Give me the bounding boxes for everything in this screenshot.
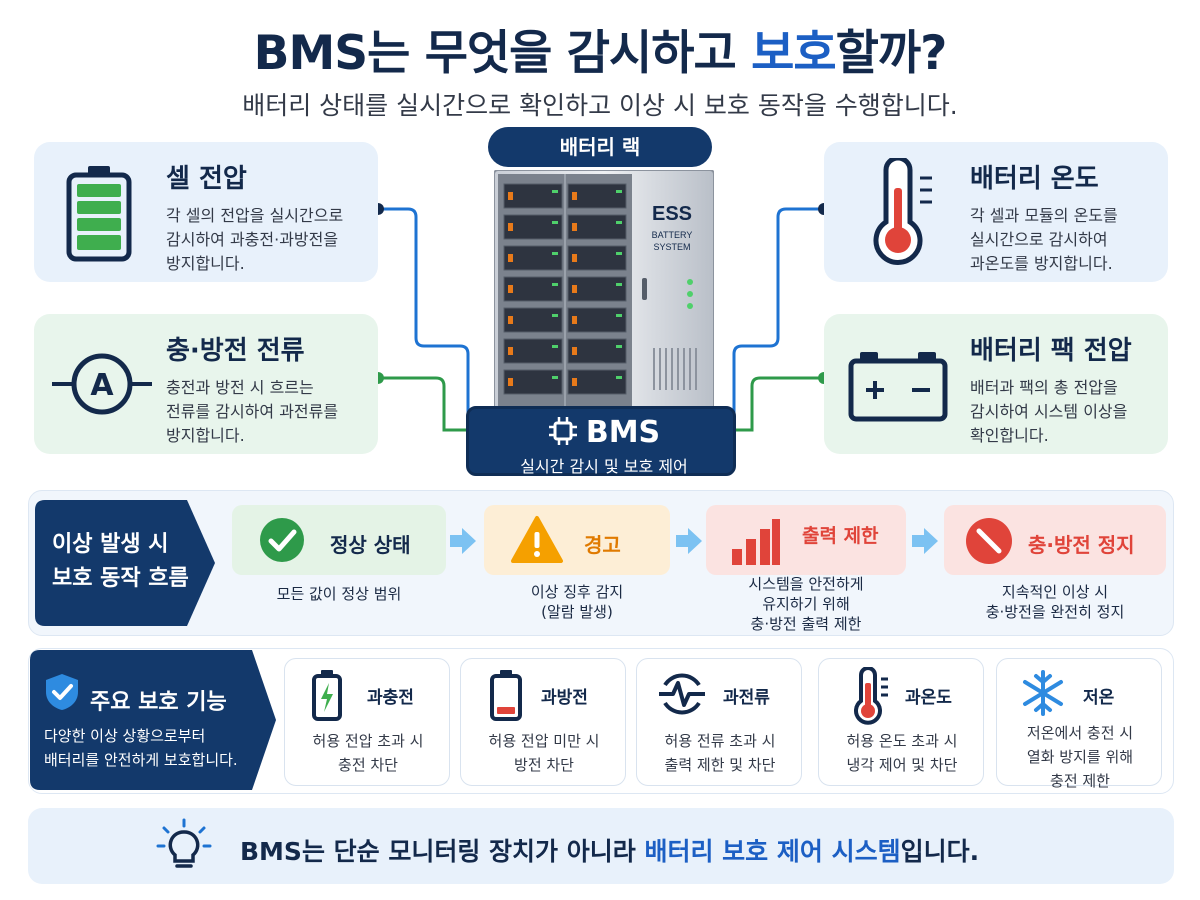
battery-low-icon: [490, 670, 522, 721]
flow-arrow-icon: [912, 528, 938, 554]
current-desc: 충전과 방전 시 흐르는 전류를 감시하여 과전류를 방지합니다.: [166, 378, 339, 445]
flow-step-output-limit: 출력 제한: [706, 505, 906, 575]
page-subtitle: 배터리 상태를 실시간으로 확인하고 이상 시 보호 동작을 수행합니다.: [242, 91, 958, 120]
temperature-card: 배터리 온도 각 셀과 모듈의 온도를 실시간으로 감시하여 과온도를 방지합니…: [824, 142, 1168, 282]
bms-label: BMS: [469, 415, 739, 450]
flow-header-chevron: [35, 500, 215, 626]
warning-triangle-icon: [511, 516, 563, 563]
cell-voltage-title: 셀 전압: [166, 164, 247, 194]
page-title: BMS는 무엇을 감시하고 보호할까?: [253, 26, 948, 81]
ess-brand: ESS: [652, 203, 692, 225]
snowflake-icon: [1023, 670, 1063, 716]
flow-step-warning-desc: 이상 징후 감지(알람 발생): [530, 583, 624, 621]
flow-arrow-icon: [676, 528, 702, 554]
ammeter-icon: A: [52, 353, 152, 415]
bms-sub-label: 실시간 감시 및 보호 제어: [520, 457, 688, 476]
flow-step-stop: 충·방전 정지: [944, 505, 1166, 575]
ess-brand-line1: BATTERY: [652, 230, 693, 240]
temperature-title: 배터리 온도: [970, 164, 1099, 194]
flow-arrow-icon: [450, 528, 476, 554]
current-title: 충·방전 전류: [166, 336, 305, 366]
protection-header-chevron: [30, 650, 276, 790]
flow-step-normal: 정상 상태: [232, 505, 446, 575]
protection-title: 주요 보호 기능: [90, 690, 227, 715]
ess-brand-line2: SYSTEM: [653, 242, 690, 252]
flow-step-warning: 경고: [484, 505, 670, 575]
battery-charging-icon: [312, 670, 342, 721]
shield-check-icon: [46, 674, 78, 710]
temperature-desc: 각 셀과 모듈의 온도를 실시간으로 감시하여 과온도를 방지합니다.: [970, 206, 1118, 273]
current-card: A 충·방전 전류 충전과 방전 시 흐르는 전류를 감시하여 과전류를 방지합…: [34, 314, 378, 454]
battery-full-icon: [66, 166, 132, 262]
summary-message: BMS는 단순 모니터링 장치가 아니라 배터리 보호 제어 시스템입니다.: [240, 837, 980, 866]
summary-banner: BMS는 단순 모니터링 장치가 아니라 배터리 보호 제어 시스템입니다.: [28, 808, 1174, 884]
battery-rack-illustration: ESS BATTERY SYSTEM: [494, 170, 714, 410]
check-circle-icon: [260, 518, 304, 562]
stop-circle-icon: [966, 518, 1012, 564]
battery-rack-label: 배터리 랙: [488, 127, 712, 167]
bar-chart-icon: [732, 519, 780, 565]
chip-icon: [548, 417, 577, 445]
pack-voltage-title: 배터리 팩 전압: [970, 336, 1132, 366]
pack-voltage-card: 배터리 팩 전압 배터과 팩의 총 전압을 감시하여 시스템 이상을 확인합니다…: [824, 314, 1168, 454]
cell-voltage-card: 셀 전압 각 셀의 전압을 실시간으로 감시하여 과충전·과방전을 방지합니다.: [34, 142, 378, 282]
pulse-wave-icon: [659, 673, 705, 715]
car-battery-icon: [848, 352, 948, 422]
thermometer-icon: [873, 158, 932, 265]
flow-step-normal-desc: 모든 값이 정상 범위: [276, 585, 402, 603]
pack-voltage-desc: 배터과 팩의 총 전압을 감시하여 시스템 이상을 확인합니다.: [970, 378, 1128, 445]
lightbulb-icon: [156, 818, 212, 868]
cell-voltage-desc: 각 셀의 전압을 실시간으로 감시하여 과충전·과방전을 방지합니다.: [166, 206, 344, 273]
thermometer-hot-icon: [854, 667, 888, 725]
ammeter-symbol: A: [90, 368, 114, 403]
bms-controller-box: BMS 실시간 감시 및 보호 제어: [466, 406, 736, 476]
